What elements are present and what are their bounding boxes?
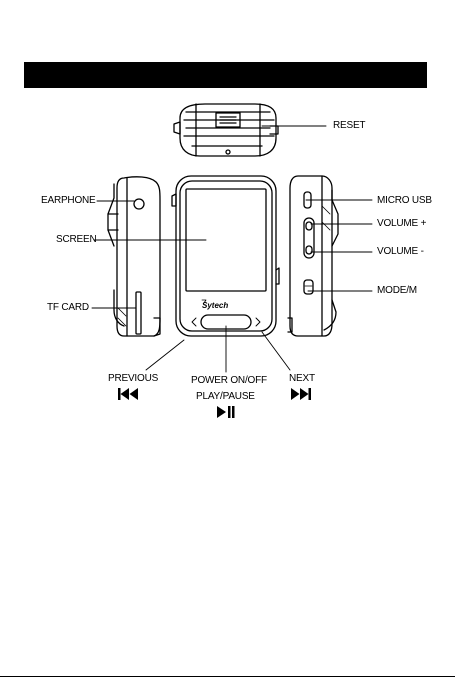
footer-rule xyxy=(0,676,455,677)
label-volume-up: VOLUME + xyxy=(377,218,426,230)
skip-back-icon xyxy=(118,388,138,404)
label-earphone: EARPHONE xyxy=(41,195,96,207)
play-pause-icon xyxy=(217,406,235,422)
leader-lines xyxy=(92,126,372,372)
label-power: POWER ON/OFF xyxy=(191,375,267,387)
device-brand-logo: Sytech xyxy=(202,301,228,310)
top-view xyxy=(174,104,278,156)
label-next: NEXT xyxy=(289,373,315,385)
front-view xyxy=(172,176,279,336)
label-volume-down: VOLUME - xyxy=(377,246,424,258)
label-mode: MODE/M xyxy=(377,285,417,297)
skip-forward-icon xyxy=(291,388,311,404)
label-screen: SCREEN xyxy=(56,234,96,246)
label-previous: PREVIOUS xyxy=(108,373,158,385)
label-micro-usb: MICRO USB xyxy=(377,195,432,207)
label-tf-card: TF CARD xyxy=(47,302,89,314)
label-play-pause: PLAY/PAUSE xyxy=(196,391,255,403)
label-reset: RESET xyxy=(333,120,365,132)
